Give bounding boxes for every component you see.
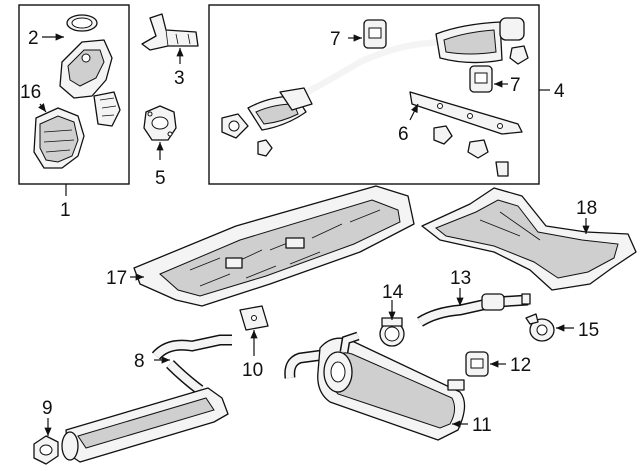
group-box-4 <box>208 4 540 185</box>
callout-1: 1 <box>60 200 71 221</box>
part-7-hanger-upper <box>363 19 387 49</box>
part-10-bracket <box>239 305 269 331</box>
part-15-grommet <box>525 313 555 342</box>
callout-13: 13 <box>450 268 471 289</box>
part-18-rear-heat-shield <box>421 187 637 291</box>
callout-17: 17 <box>106 268 127 289</box>
callout-18: 18 <box>576 198 597 219</box>
part-12-hanger <box>465 351 489 377</box>
callout-10: 10 <box>242 360 263 381</box>
part-17-heat-shield <box>133 185 415 307</box>
part-13-intermediate-pipe <box>417 293 531 327</box>
part-11-muffler <box>284 331 466 441</box>
leader-lines <box>38 33 590 436</box>
callout-11: 11 <box>472 415 492 436</box>
part-4-small-mounts <box>433 45 529 177</box>
callout-8: 8 <box>134 351 145 372</box>
callout-12: 12 <box>510 355 531 376</box>
part-3-bracket <box>141 13 199 51</box>
callout-16: 16 <box>20 82 41 103</box>
callout-5: 5 <box>155 168 166 189</box>
callout-labels: 2 16 1 3 5 7 7 4 6 17 18 13 14 15 12 10 … <box>20 28 599 436</box>
callout-7-lower: 7 <box>510 75 521 96</box>
part-6-bracket-strap <box>409 91 523 135</box>
callout-7-upper: 7 <box>330 29 341 50</box>
part-14-clamp <box>379 317 405 347</box>
part-1-manifold-converter <box>59 39 121 127</box>
callout-4: 4 <box>554 81 565 102</box>
callout-6: 6 <box>398 124 409 145</box>
part-7-hanger-lower <box>469 65 493 93</box>
callout-9: 9 <box>42 398 53 419</box>
part-5-flange-gasket <box>143 105 177 141</box>
callout-2: 2 <box>28 28 39 49</box>
callout-15: 15 <box>578 320 599 341</box>
part-4-front-pipe-assembly <box>221 17 525 157</box>
part-8-resonator-pipe <box>61 334 232 463</box>
part-2-gasket <box>66 14 98 32</box>
callout-3: 3 <box>174 68 185 89</box>
group-box-1 <box>18 4 130 185</box>
callout-14: 14 <box>382 282 404 303</box>
part-16-heat-shield <box>33 107 85 169</box>
part-9-flange-gasket <box>33 435 59 465</box>
